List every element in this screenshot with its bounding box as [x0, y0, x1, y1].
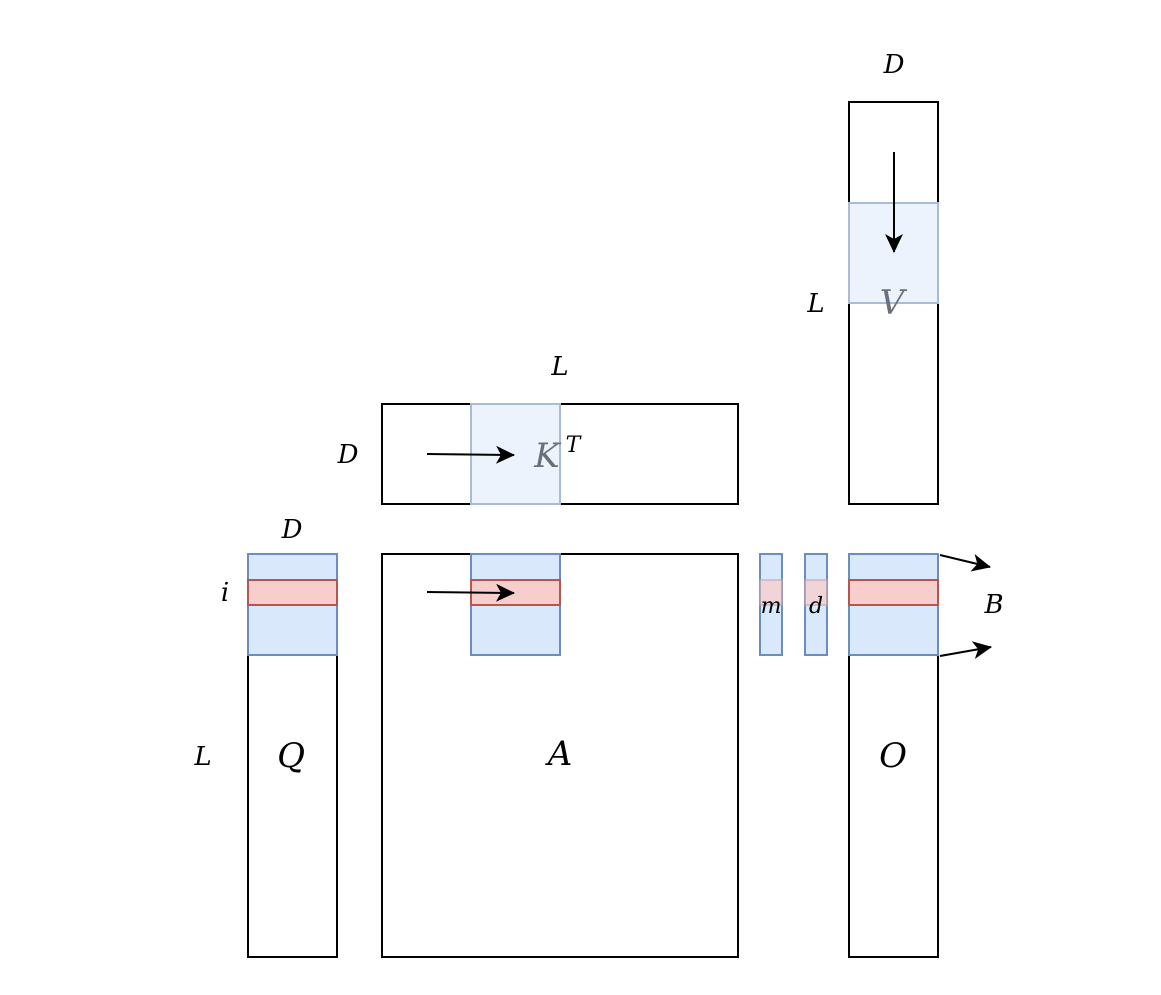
kt-superscript-label: T — [566, 433, 583, 458]
a-scan-arrow — [426, 583, 515, 602]
o-matrix: O B — [848, 553, 1004, 958]
o-row-i — [848, 579, 939, 606]
a-name-label: A — [545, 734, 573, 774]
q-row-index-label: i — [221, 578, 229, 608]
m-row-i — [759, 579, 783, 606]
q-dim-side-label: L — [193, 742, 211, 772]
kt-dim-top-label: L — [550, 352, 568, 382]
kt-matrix: L D K T — [337, 352, 739, 505]
d-name-label: d — [809, 594, 823, 619]
a-matrix: A — [381, 553, 739, 958]
d-row-i — [804, 579, 828, 606]
m-vector: m — [759, 553, 783, 656]
kt-scan-arrow — [426, 445, 515, 464]
m-name-label: m — [761, 594, 782, 619]
v-matrix: D L V — [806, 50, 939, 505]
kt-dim-side-label: D — [337, 440, 359, 470]
q-row-i — [247, 579, 338, 606]
q-dim-top-label: D — [281, 515, 303, 545]
d-vector: d — [804, 553, 828, 656]
block-bottom-arrow — [939, 641, 992, 659]
v-dim-top-label: D — [883, 50, 905, 80]
q-matrix: D i L Q — [193, 515, 338, 958]
kt-name-label: K — [533, 436, 562, 476]
block-label: B — [983, 590, 1003, 620]
block-top-arrow — [939, 554, 991, 572]
v-name-label: V — [880, 283, 908, 323]
q-name-label: Q — [277, 736, 305, 776]
o-name-label: O — [879, 736, 907, 776]
v-dim-side-label: L — [806, 289, 824, 319]
